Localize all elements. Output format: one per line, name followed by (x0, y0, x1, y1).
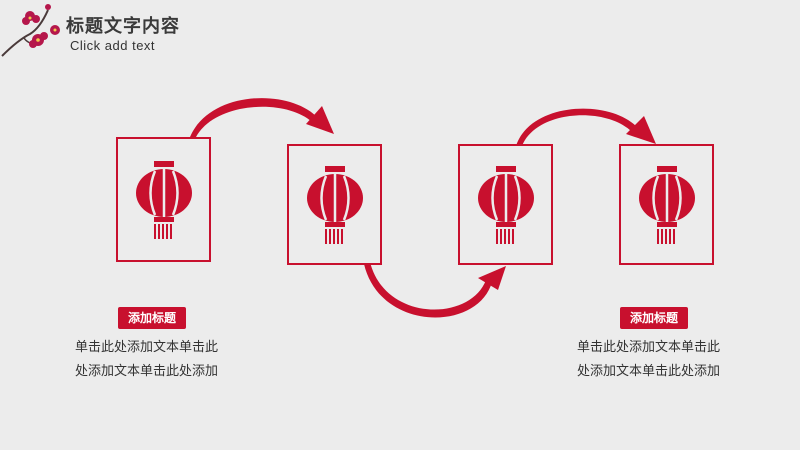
page-title: 标题文字内容 (66, 16, 180, 37)
caption-badge-left[interactable]: 添加标题 (118, 307, 187, 329)
step-card-2 (287, 144, 382, 265)
step-card-4 (619, 144, 714, 265)
lantern-icon (306, 165, 363, 244)
arrow-head-icon (626, 116, 656, 144)
caption-badge-right[interactable]: 添加标题 (620, 307, 689, 329)
lantern-icon (638, 165, 695, 244)
plum-blossom-icon (1, 4, 60, 57)
arrow-head-icon (306, 106, 334, 134)
caption-line: 处添加文本单击此处添加 (577, 364, 721, 379)
caption-line: 处添加文本单击此处添加 (75, 364, 219, 379)
step-card-3 (458, 144, 553, 265)
curved-arrow-icon (190, 98, 318, 137)
caption-text-left: 单击此处添加文本单击此 处添加文本单击此处添加 (75, 336, 218, 384)
curved-arrow-icon (364, 262, 492, 318)
caption-line: 单击此处添加文本单击此 (577, 340, 721, 355)
caption-text-right: 单击此处添加文本单击此 处添加文本单击此处添加 (577, 336, 720, 384)
lantern-icon (477, 165, 534, 244)
page-subtitle: Click add text (70, 38, 156, 53)
step-card-1 (116, 137, 211, 262)
lantern-icon (135, 160, 192, 239)
arrow-head-icon (478, 266, 506, 290)
caption-line: 单击此处添加文本单击此 (75, 340, 219, 355)
curved-arrow-icon (516, 108, 638, 146)
